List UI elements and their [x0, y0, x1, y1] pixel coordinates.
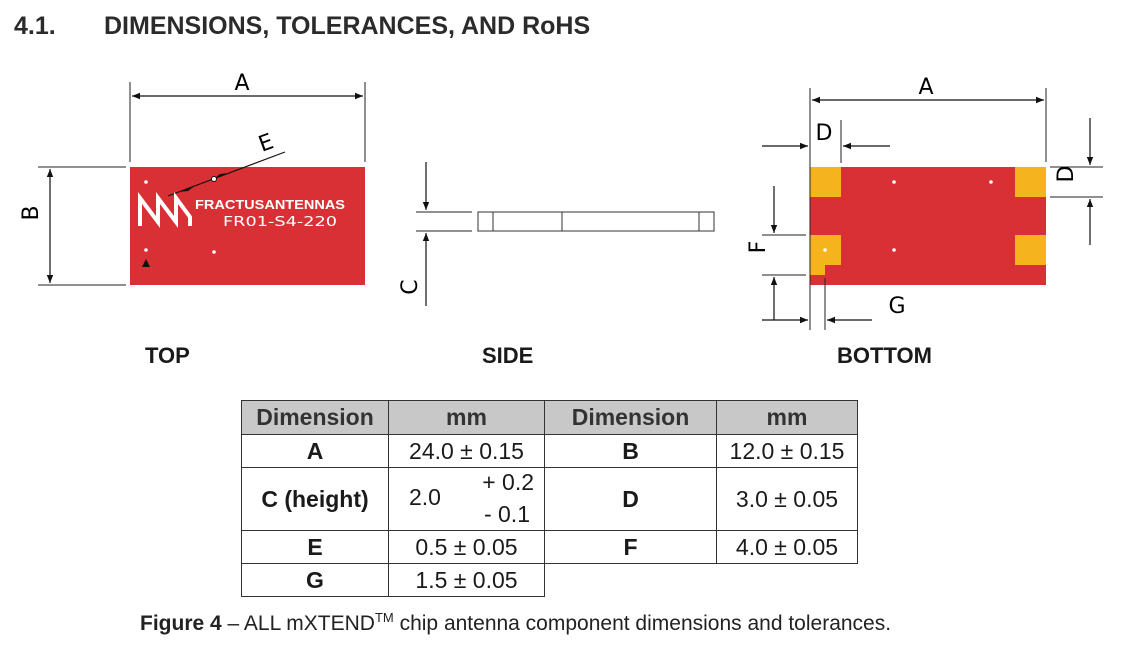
dimension-drawings: A B E FRACTUSANTENNAS FR01-S4-220 C	[19, 71, 1103, 330]
part-number: FR01-S4-220	[223, 214, 337, 230]
section-heading: 4.1. DIMENSIONS, TOLERANCES, AND RoHS	[14, 12, 590, 41]
brand-text: FRACTUSANTENNAS	[195, 197, 345, 212]
table-row: E 0.5 ± 0.05 F 4.0 ± 0.05	[241, 530, 858, 564]
dim-c-label: C	[398, 279, 423, 294]
header-mm-1: mm	[388, 400, 545, 435]
cell-empty	[717, 564, 858, 597]
caption-figure-label: Figure 4	[140, 612, 222, 635]
table-row: A 24.0 ± 0.15 B 12.0 ± 0.15	[241, 434, 858, 468]
side-view: C	[398, 162, 715, 306]
table-row: G 1.5 ± 0.05	[241, 563, 858, 597]
fractus-logo-mark	[138, 191, 192, 228]
cell-empty	[545, 564, 717, 597]
tolerance-nominal: 2.0	[409, 484, 441, 510]
cell-value: 4.0 ± 0.05	[716, 530, 858, 564]
side-view-label: SIDE	[482, 343, 534, 368]
pad-bottom-right	[1015, 235, 1046, 265]
cell-dim: D	[544, 467, 717, 531]
pin1-marker	[142, 259, 150, 267]
dim-f-label: F	[746, 241, 771, 254]
pad-top-left	[810, 167, 841, 197]
figure-caption: Figure 4 – ALL mXTENDTM chip antenna com…	[140, 610, 891, 636]
header-mm-2: mm	[716, 400, 858, 435]
dim-e-label: E	[255, 129, 277, 157]
caption-product: – ALL mXTEND	[221, 612, 375, 635]
dim-g-label: G	[888, 294, 905, 319]
dimensions-table: Dimension mm Dimension mm A 24.0 ± 0.15 …	[241, 400, 858, 597]
cell-dim: A	[241, 434, 389, 468]
top-view: A B E FRACTUSANTENNAS FR01-S4-220	[19, 71, 366, 286]
tolerance-minus: - 0.1	[483, 501, 530, 527]
cell-value: 1.5 ± 0.05	[388, 563, 545, 597]
dim-a-bottom-label: A	[918, 75, 933, 100]
cell-value: 24.0 ± 0.15	[388, 434, 545, 468]
chip-bottom-body	[810, 167, 1046, 285]
cell-dim: F	[544, 530, 717, 564]
dim-b-label: B	[19, 205, 44, 220]
chip-side-body	[477, 211, 715, 232]
top-view-label: TOP	[145, 343, 190, 368]
cell-dim: B	[544, 434, 717, 468]
caption-text: chip antenna component dimensions and to…	[393, 612, 892, 635]
dim-a-top-label: A	[234, 71, 249, 96]
chip-top-body	[130, 167, 365, 285]
cell-dim: G	[241, 563, 389, 597]
cell-value: 3.0 ± 0.05	[716, 467, 858, 531]
header-dimension-2: Dimension	[544, 400, 717, 435]
cell-dim: C (height)	[241, 467, 389, 531]
caption-trademark: TM	[374, 610, 394, 625]
cell-value: 0.5 ± 0.05	[388, 530, 545, 564]
bottom-view-label: BOTTOM	[837, 343, 932, 368]
section-number: 4.1.	[14, 12, 56, 40]
pad-top-right	[1015, 167, 1046, 197]
cell-value-tolerance: 2.0 + 0.2 - 0.1	[388, 467, 545, 531]
dim-d-right-label: D	[1054, 166, 1079, 183]
header-dimension-1: Dimension	[241, 400, 389, 435]
table-header-row: Dimension mm Dimension mm	[241, 400, 858, 435]
tolerance-plus: + 0.2	[482, 469, 534, 495]
table-row: C (height) 2.0 + 0.2 - 0.1 D 3.0 ± 0.05	[241, 467, 858, 531]
bottom-view: A D D F G	[746, 75, 1103, 330]
dim-d-left-label: D	[816, 121, 833, 146]
cell-dim: E	[241, 530, 389, 564]
section-title: DIMENSIONS, TOLERANCES, AND RoHS	[104, 12, 591, 40]
pad-bottom-left	[810, 235, 841, 275]
cell-value: 12.0 ± 0.15	[716, 434, 858, 468]
